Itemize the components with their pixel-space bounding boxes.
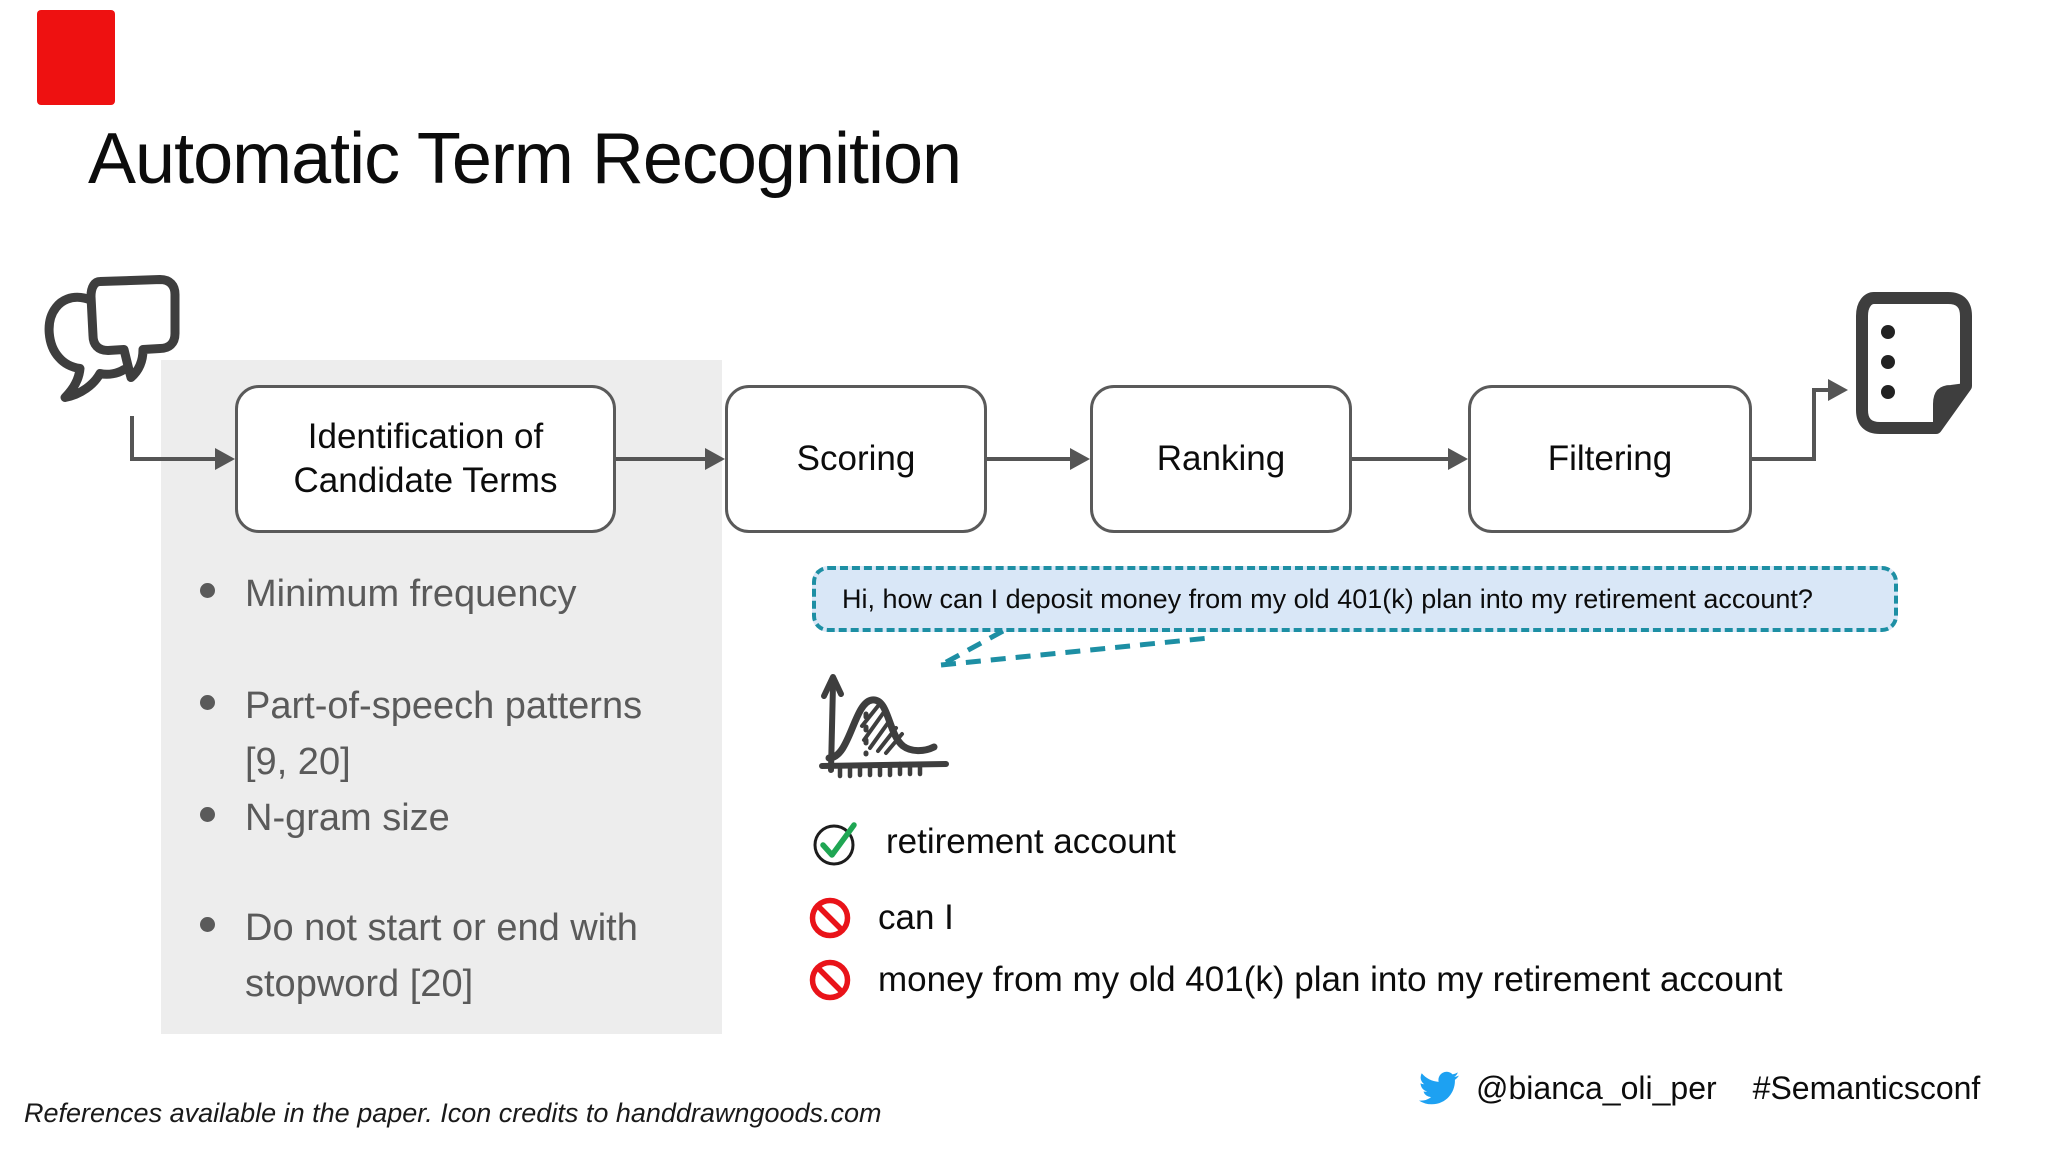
criteria-item: N-gram size — [200, 790, 700, 846]
conference-hashtag: #Semanticsconf — [1752, 1069, 1981, 1106]
document-list-icon — [1856, 292, 1972, 434]
bullet-dot — [200, 583, 215, 598]
stage-label: Scoring — [796, 439, 916, 479]
stage-filtering: Filtering — [1468, 385, 1752, 533]
stage-identification: Identification of Candidate Terms — [235, 385, 616, 533]
check-circle-icon — [813, 822, 857, 866]
criteria-item: Minimum frequency — [200, 566, 700, 622]
criteria-item: Do not start or end with stopword [20] — [200, 900, 700, 1012]
term-row-accepted: retirement account — [808, 816, 1176, 868]
chat-bubbles-icon — [44, 275, 180, 402]
term-text: can I — [878, 898, 954, 937]
bell-curve-chart-icon — [819, 674, 949, 779]
twitter-bird-icon — [1419, 1071, 1459, 1105]
stage-label: Ranking — [1156, 439, 1286, 479]
term-row-rejected: money from my old 401(k) plan into my re… — [808, 958, 1783, 1002]
stage-label: Identification of Candidate Terms — [293, 417, 558, 500]
question-text: Hi, how can I deposit money from my old … — [842, 583, 1813, 614]
recording-indicator — [37, 10, 115, 105]
social-row: @bianca_oli_per #Semanticsconf — [1416, 1068, 1980, 1108]
stage-scoring: Scoring — [725, 385, 987, 533]
stage-label: Filtering — [1547, 439, 1673, 479]
criteria-text: N-gram size — [245, 797, 450, 839]
criteria-item: Part-of-speech patterns [9, 20] — [200, 678, 700, 790]
no-entry-icon — [809, 959, 851, 1001]
term-row-rejected: can I — [808, 896, 954, 940]
page-title: Automatic Term Recognition — [88, 119, 962, 199]
speech-bubble-tail — [939, 629, 1210, 668]
bullet-dot — [200, 807, 215, 822]
bullet-dot — [200, 695, 215, 710]
criteria-text: Do not start or end with stopword [20] — [245, 907, 638, 1005]
no-entry-icon — [809, 897, 851, 939]
term-text: money from my old 401(k) plan into my re… — [878, 960, 1783, 999]
twitter-handle: @bianca_oli_per — [1476, 1069, 1717, 1106]
question-speech-bubble: Hi, how can I deposit money from my old … — [812, 566, 1898, 632]
stage-ranking: Ranking — [1090, 385, 1352, 533]
footer-note: References available in the paper. Icon … — [24, 1098, 882, 1128]
term-text: retirement account — [886, 822, 1176, 861]
bullet-dot — [200, 917, 215, 932]
criteria-text: Minimum frequency — [245, 573, 577, 615]
criteria-text: Part-of-speech patterns [9, 20] — [245, 685, 643, 783]
